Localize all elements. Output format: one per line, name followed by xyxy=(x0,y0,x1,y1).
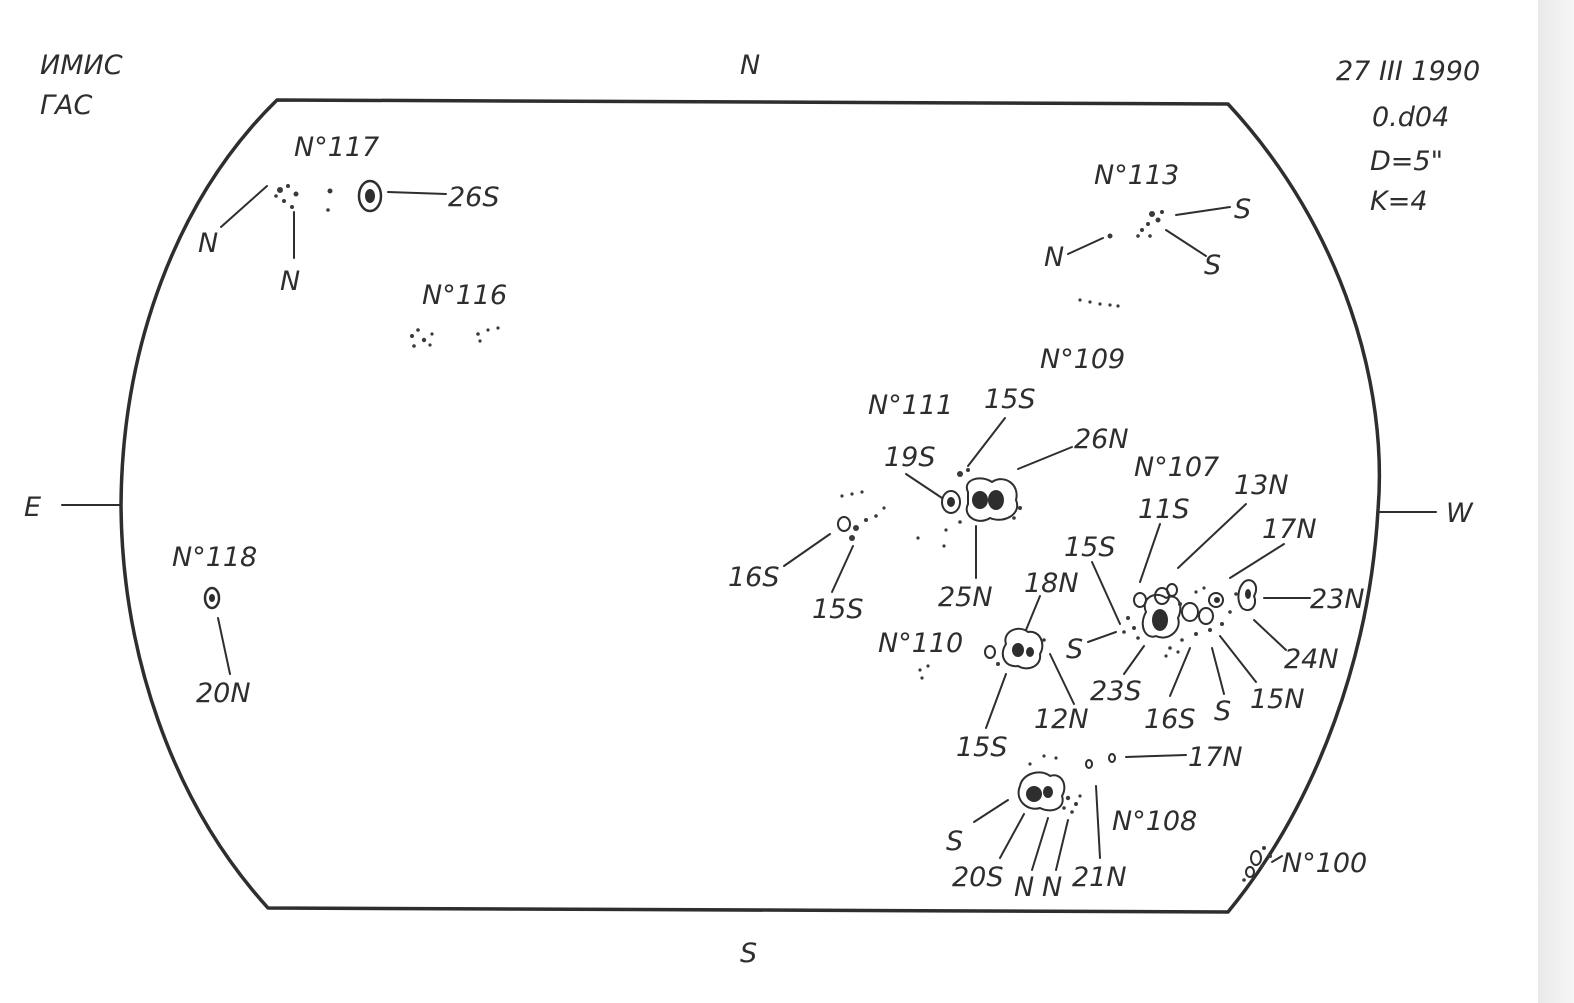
scan-edge-shadow xyxy=(1538,0,1574,1003)
observation-time: 0.d04 xyxy=(1372,102,1449,133)
direction-east: E xyxy=(24,492,41,523)
group-107-spots xyxy=(1122,579,1258,658)
direction-south: S xyxy=(740,938,757,969)
group-107-label-17n: 17N xyxy=(1262,514,1317,545)
group-110-label-18n: 18N xyxy=(1024,568,1079,599)
group-107-label-s-right: S xyxy=(1214,696,1231,727)
group-108-label-17n: 17N xyxy=(1188,742,1243,773)
group-113-number: N°113 xyxy=(1094,160,1179,191)
group-107-number: N°107 xyxy=(1134,452,1219,483)
group-118-label-20n: 20N xyxy=(196,678,251,709)
group-110-number: N°110 xyxy=(878,628,963,659)
group-100-spots xyxy=(1242,846,1272,882)
group-108-label-s: S xyxy=(946,826,963,857)
observatory-name-line1: ИМИС xyxy=(40,50,123,81)
group-118-number: N°118 xyxy=(172,542,257,573)
group-117-spots xyxy=(274,179,383,213)
group-110-label-15s: 15S xyxy=(956,732,1008,763)
group-111-label-15s-bottom: 15S xyxy=(812,594,864,625)
group-110: N°110 18N 12N 15S xyxy=(878,568,1089,763)
observation-date: 27 III 1990 xyxy=(1336,56,1480,87)
group-117-label-n-left: N xyxy=(198,228,218,259)
group-111-number: N°111 xyxy=(868,390,953,421)
group-111-label-19s: 19S xyxy=(884,442,936,473)
group-111-label-15s-top: 15S xyxy=(984,384,1036,415)
group-108-number: N°108 xyxy=(1112,806,1197,837)
group-117-number: N°117 xyxy=(294,132,379,163)
group-117-label-n-bottom: N xyxy=(280,266,300,297)
group-111-label-16s: 16S xyxy=(728,562,780,593)
group-118-spots xyxy=(203,586,221,610)
group-108-label-21n: 21N xyxy=(1072,862,1127,893)
group-100: N°100 xyxy=(1242,846,1367,882)
group-116-number: N°116 xyxy=(422,280,507,311)
group-107-label-s-left: S xyxy=(1066,634,1083,665)
direction-west: W xyxy=(1446,498,1474,529)
group-111-label-25n: 25N xyxy=(938,582,993,613)
group-108-label-20s: 20S xyxy=(952,862,1004,893)
group-108-label-n-right: N xyxy=(1042,872,1062,903)
observatory-name-line2: ГАС xyxy=(40,90,93,121)
group-107-label-15n: 15N xyxy=(1250,684,1305,715)
group-113-spots xyxy=(1078,210,1164,308)
group-100-number: N°100 xyxy=(1282,848,1367,879)
group-110-spots xyxy=(918,627,1046,680)
group-113-label-s-upper: S xyxy=(1234,194,1251,225)
group-117: N°117 26S N N xyxy=(198,132,500,297)
group-108-spots xyxy=(1017,753,1116,814)
group-111: N°111 15S xyxy=(728,384,1129,625)
group-107-label-24n: 24N xyxy=(1284,644,1339,675)
disk-diameter: D=5" xyxy=(1370,146,1443,177)
group-107-label-11s: 11S xyxy=(1138,494,1190,525)
group-116: N°116 xyxy=(410,280,507,348)
k-coefficient: K=4 xyxy=(1370,186,1428,217)
group-113-label-n: N xyxy=(1044,242,1064,273)
group-107-label-13n: 13N xyxy=(1234,470,1289,501)
group-117-label-26s: 26S xyxy=(448,182,500,213)
solar-disk-outline xyxy=(119,98,1382,914)
group-110-label-12n: 12N xyxy=(1034,704,1089,735)
group-111-spots xyxy=(837,468,1022,548)
group-107-label-23s: 23S xyxy=(1090,676,1142,707)
group-108-label-n-left: N xyxy=(1014,872,1034,903)
group-118: N°118 20N xyxy=(172,542,257,709)
group-113: N°113 S S N xyxy=(1044,160,1251,308)
group-116-spots xyxy=(410,326,500,348)
group-107-label-16s: 16S xyxy=(1144,704,1196,735)
group-113-label-s-lower: S xyxy=(1204,250,1221,281)
group-108: N°108 17N S 20S N N 21N xyxy=(946,742,1243,903)
group-107-label-23n: 23N xyxy=(1310,584,1365,615)
group-107-label-15s: 15S xyxy=(1064,532,1116,563)
group-109-number: N°109 xyxy=(1040,344,1125,375)
direction-north: N xyxy=(740,50,760,81)
group-107: N°107 xyxy=(1064,452,1365,735)
group-111-label-26n: 26N xyxy=(1074,424,1129,455)
